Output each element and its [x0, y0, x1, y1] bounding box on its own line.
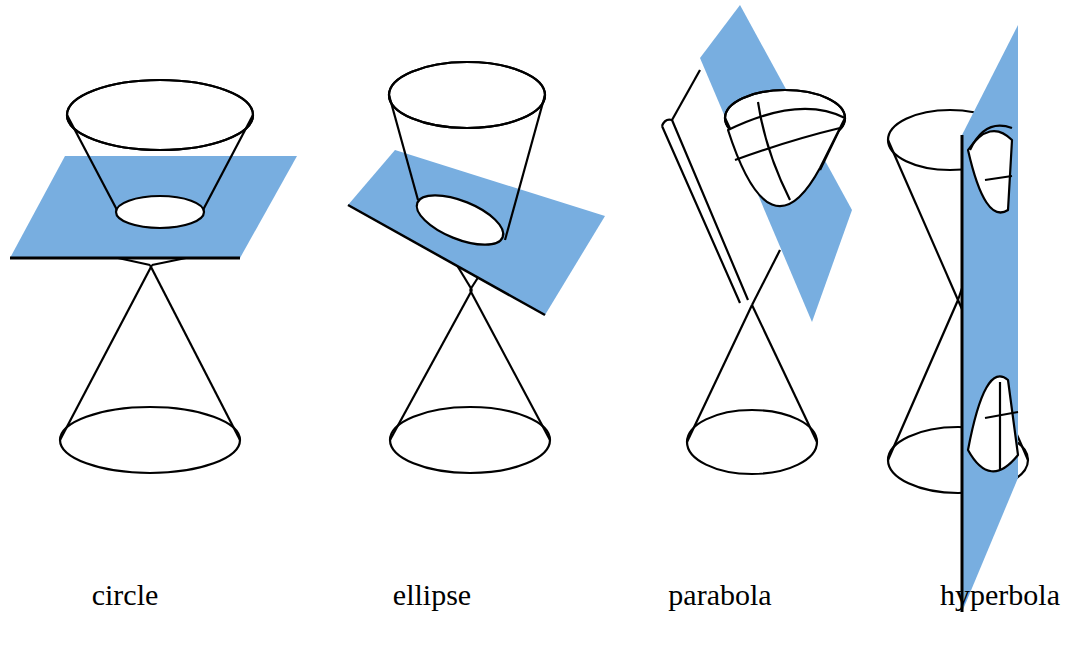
circle-cone	[10, 80, 297, 473]
hyperbola-cone	[888, 25, 1028, 612]
ellipse-cone	[348, 62, 605, 473]
conic-label: parabola	[668, 578, 771, 612]
cutting-plane	[700, 5, 852, 322]
conic-label: circle	[92, 578, 159, 612]
parabola-cone	[662, 5, 852, 474]
conic-label: hyperbola	[940, 578, 1060, 612]
cutting-plane	[10, 156, 297, 258]
cutting-plane	[348, 150, 605, 315]
cutting-plane	[962, 25, 1018, 612]
conic-label: ellipse	[393, 578, 471, 612]
